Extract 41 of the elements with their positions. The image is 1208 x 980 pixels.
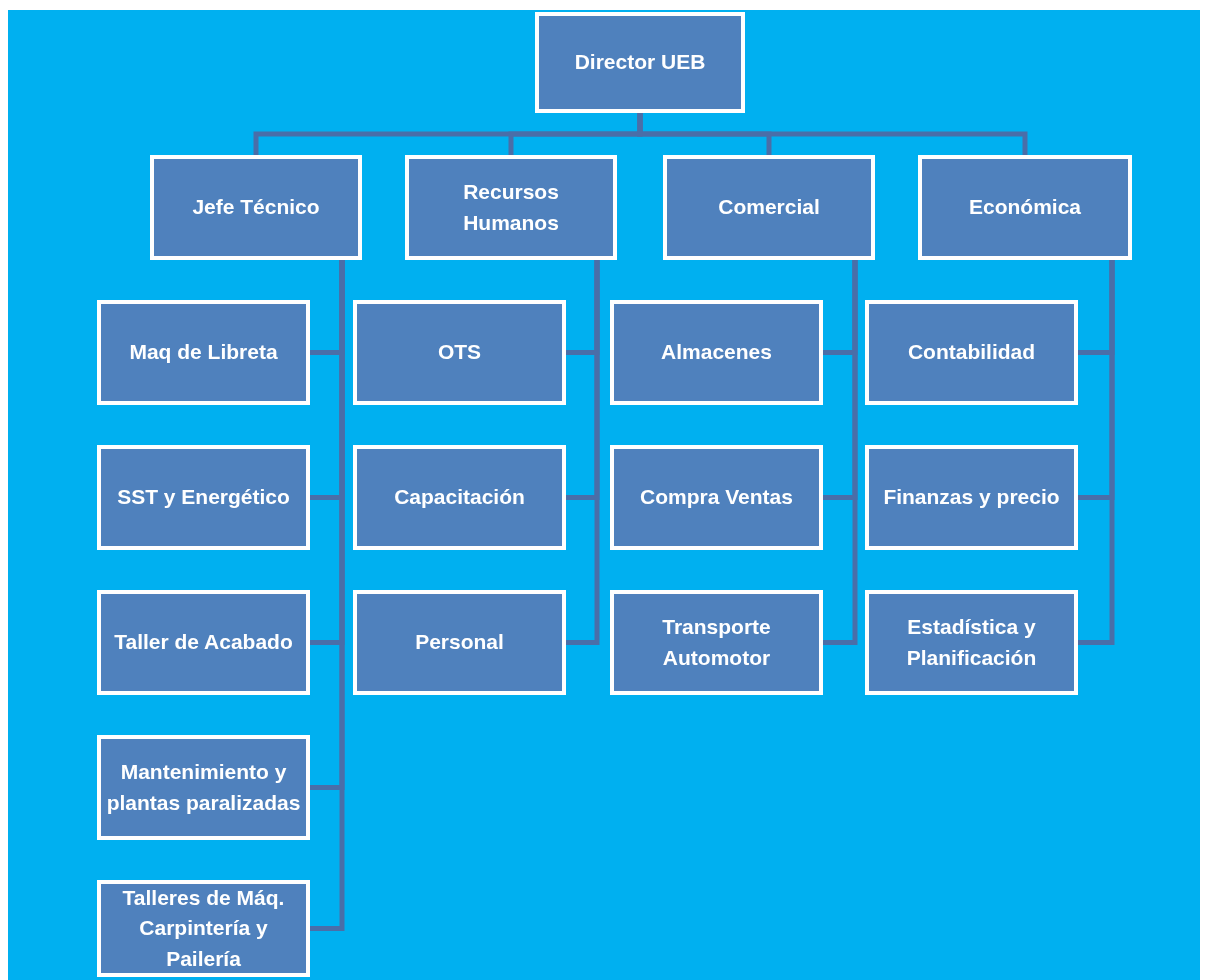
box-label: Almacenes bbox=[661, 339, 772, 366]
box-label: Finanzas y precio bbox=[883, 484, 1060, 511]
org-box bbox=[97, 590, 310, 695]
org-box bbox=[610, 445, 823, 550]
connector-line bbox=[1078, 260, 1115, 645]
org-box bbox=[97, 445, 310, 550]
org-box bbox=[150, 155, 362, 260]
box-label: Taller de Acabado bbox=[114, 629, 293, 656]
org-box bbox=[610, 300, 823, 405]
org-box bbox=[865, 590, 1078, 695]
box-label: Mantenimiento y plantas paralizadas bbox=[105, 759, 302, 816]
org-box bbox=[535, 12, 745, 113]
org-box bbox=[97, 735, 310, 840]
connector-line bbox=[566, 260, 600, 645]
connector-line bbox=[823, 260, 858, 645]
org-box bbox=[405, 155, 617, 260]
box-label: Transporte Automotor bbox=[661, 614, 772, 671]
org-box bbox=[865, 445, 1078, 550]
org-box bbox=[97, 300, 310, 405]
box-label: Personal bbox=[415, 629, 504, 656]
box-label: Estadística y Planificación bbox=[905, 614, 1038, 671]
org-box bbox=[97, 880, 310, 977]
box-label: Jefe Técnico bbox=[192, 194, 320, 221]
box-label: Recursos Humanos bbox=[462, 179, 560, 236]
box-label: OTS bbox=[437, 339, 482, 366]
box-label: Maq de Libreta bbox=[129, 339, 278, 366]
org-box bbox=[918, 155, 1132, 260]
org-box bbox=[865, 300, 1078, 405]
org-box bbox=[353, 590, 566, 695]
org-box bbox=[663, 155, 875, 260]
box-label: Talleres de Máq. Carpintería y Pailería bbox=[121, 884, 286, 972]
org-box bbox=[353, 445, 566, 550]
box-label: Comercial bbox=[718, 194, 820, 221]
box-label: SST y Energético bbox=[117, 484, 290, 511]
org-box bbox=[610, 590, 823, 695]
box-label: Compra Ventas bbox=[640, 484, 793, 511]
box-label: Capacitación bbox=[394, 484, 525, 511]
org-box bbox=[353, 300, 566, 405]
box-label: Económica bbox=[968, 194, 1081, 221]
box-label: Contabilidad bbox=[907, 339, 1036, 366]
box-label: Director UEB bbox=[574, 49, 706, 76]
